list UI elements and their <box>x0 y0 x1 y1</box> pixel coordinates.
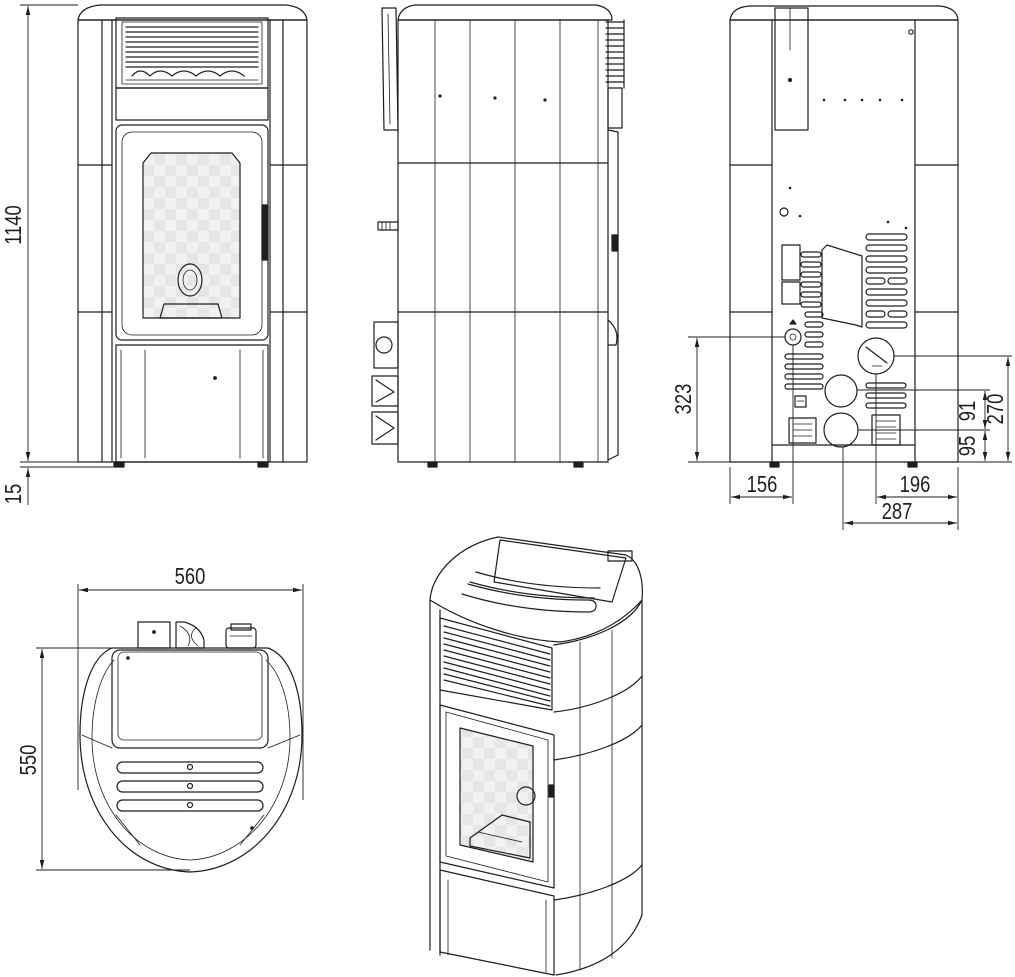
top-rear-motor <box>225 623 257 649</box>
top-bevel-line <box>267 734 301 749</box>
side-fitting <box>377 221 399 231</box>
back-view <box>729 5 959 468</box>
persp-fire-pot <box>469 814 531 859</box>
depth-label: 550 <box>16 745 41 776</box>
front-door <box>115 124 269 341</box>
front-top-cap <box>77 4 308 21</box>
persp-side-panel <box>553 599 643 976</box>
back-foot <box>769 461 780 468</box>
persp-rear-box <box>607 550 633 562</box>
persp-door-handle <box>516 786 536 806</box>
front-lower-panel <box>115 344 269 463</box>
side-top-cap <box>397 4 613 21</box>
door-hinge <box>261 204 269 261</box>
side-motor-box <box>373 321 399 369</box>
back-flue-outlet <box>857 337 895 375</box>
side-foot <box>427 461 438 468</box>
back-inlet-lower <box>823 412 859 448</box>
back-foot <box>907 461 918 468</box>
back-top-cap <box>729 5 959 21</box>
persp-glass <box>459 727 534 863</box>
back-control-boxes <box>781 244 801 305</box>
perspective-view <box>429 536 643 976</box>
back-switch <box>794 395 807 408</box>
back-access-panel <box>821 244 863 328</box>
dim-196-label: 196 <box>900 472 931 497</box>
top-bevel-line <box>239 814 265 846</box>
back-air-inlet-small <box>784 319 802 346</box>
top-lid <box>111 649 269 749</box>
dim-287-label: 287 <box>882 499 913 524</box>
persp-grille <box>439 617 553 711</box>
persp-lower-panel <box>439 869 555 976</box>
back-body-outline <box>729 19 959 463</box>
top-fan <box>175 621 205 649</box>
back-vents-left <box>784 251 824 390</box>
height-label: 1140 <box>1 205 26 245</box>
back-plate-dots <box>788 98 908 230</box>
side-door-edge <box>607 87 623 461</box>
back-small-hole <box>779 207 789 217</box>
back-terminal-left <box>788 417 817 444</box>
front-view <box>77 4 308 468</box>
top-inner-outline <box>91 659 291 861</box>
side-grille-fins <box>605 19 625 89</box>
persp-door <box>439 704 555 889</box>
top-dimensions: 560 550 <box>16 564 304 871</box>
top-grille-slots <box>116 761 264 812</box>
fire-pot <box>159 303 223 319</box>
feet-height-label: 15 <box>1 484 26 504</box>
back-vents-right <box>865 233 908 409</box>
top-bevel-line <box>115 814 141 846</box>
width-label: 560 <box>175 564 206 589</box>
side-body-outline <box>397 19 609 463</box>
side-inlet-box <box>371 375 399 445</box>
front-foot <box>257 461 269 468</box>
front-foot <box>113 461 125 468</box>
door-handle <box>177 263 203 297</box>
dim-270-label: 270 <box>983 394 1008 425</box>
dim-156-label: 156 <box>747 472 778 497</box>
front-glass <box>142 152 241 319</box>
persp-cap-slots <box>461 571 601 613</box>
dim-323-label: 323 <box>671 384 696 415</box>
front-upper-panel <box>115 87 269 121</box>
side-flue-duct <box>381 7 399 131</box>
persp-lid <box>493 539 627 603</box>
front-grille <box>115 17 269 89</box>
back-exhaust-duct <box>774 7 809 131</box>
top-bevel-line <box>81 734 113 749</box>
side-view <box>371 4 625 468</box>
dim-95-label: 95 <box>955 436 980 456</box>
top-rear-box <box>137 621 171 649</box>
back-dimensions: 323 156 196 287 91 95 270 <box>671 336 1012 530</box>
top-outline <box>79 647 303 873</box>
back-inlet-upper <box>824 374 858 408</box>
dim-91-label: 91 <box>955 401 980 421</box>
top-view <box>79 621 303 873</box>
front-dimensions: 1140 15 <box>1 4 120 505</box>
side-foot <box>573 461 584 468</box>
